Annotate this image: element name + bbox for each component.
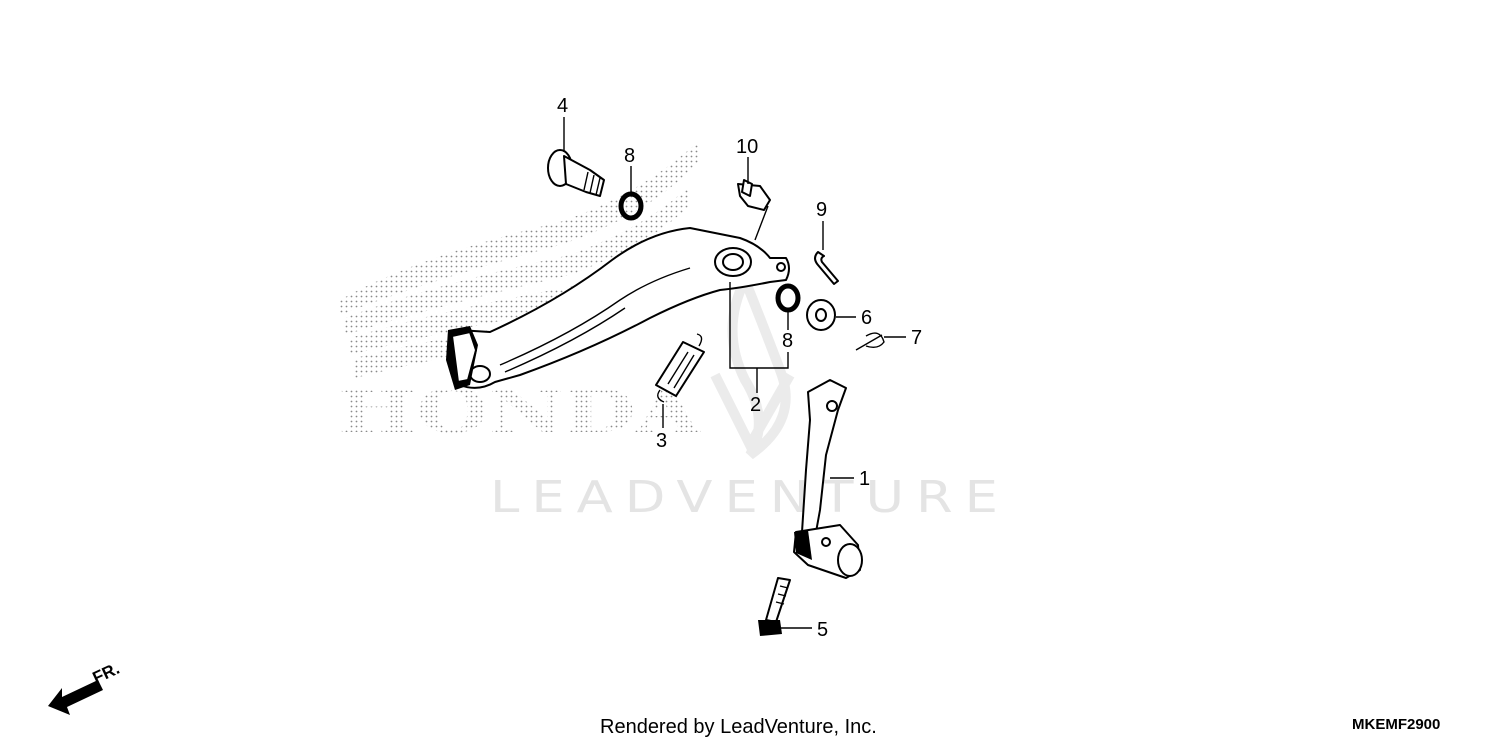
render-credit: Rendered by LeadVenture, Inc. <box>600 716 877 738</box>
brake-arm-part[interactable] <box>793 379 863 579</box>
callout-2[interactable]: 2 <box>750 394 761 416</box>
callout-9[interactable]: 9 <box>816 199 827 221</box>
o-ring-bottom-part[interactable] <box>775 283 801 313</box>
callout-3[interactable]: 3 <box>656 430 667 452</box>
callout-8-top[interactable]: 8 <box>624 145 635 167</box>
callout-4[interactable]: 4 <box>557 95 568 117</box>
callout-7[interactable]: 7 <box>911 327 922 349</box>
front-direction-marker: FR. <box>48 659 123 715</box>
callout-6[interactable]: 6 <box>861 307 872 329</box>
pivot-bolt-part[interactable] <box>547 149 605 197</box>
return-spring-part[interactable] <box>655 333 705 403</box>
leader-lines <box>563 117 906 629</box>
clip-part[interactable] <box>855 332 885 351</box>
arm-bolt-part[interactable] <box>758 577 791 636</box>
callout-8-bottom[interactable]: 8 <box>782 330 793 352</box>
washer-part[interactable] <box>806 299 836 331</box>
front-arrow-icon <box>48 680 103 715</box>
diagram-code: MKEMF2900 <box>1352 716 1441 733</box>
callout-10[interactable]: 10 <box>736 136 758 158</box>
callout-1[interactable]: 1 <box>859 468 870 490</box>
brake-pedal-part[interactable] <box>446 227 790 390</box>
honda-wordmark: HONDA <box>338 377 702 447</box>
leadventure-flame-watermark <box>710 267 795 460</box>
leadventure-watermark: LEADVENTURE <box>490 472 1010 523</box>
callout-labels: 4 8 10 9 6 7 8 2 3 1 5 <box>557 95 922 641</box>
cotter-pin-part[interactable] <box>814 251 839 285</box>
joint-part[interactable] <box>737 179 771 211</box>
callout-5[interactable]: 5 <box>817 619 828 641</box>
